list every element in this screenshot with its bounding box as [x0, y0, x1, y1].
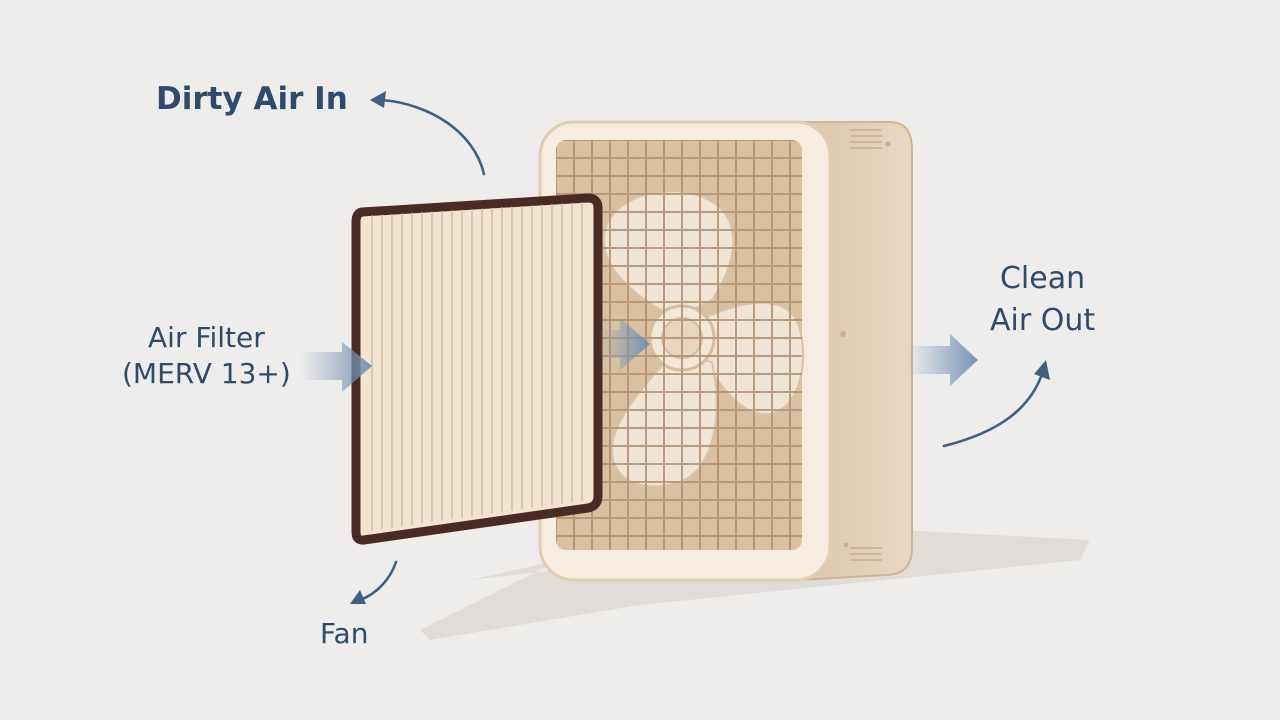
flow-arrow-icon — [905, 334, 978, 386]
clean-air-label-line2: Air Out — [990, 303, 1096, 338]
filter-frame — [351, 193, 603, 545]
air-filter-label-line2: (MERV 13+) — [122, 357, 291, 391]
curved-arrow-icon — [370, 91, 386, 108]
air-filter-label: Air Filter (MERV 13+) — [122, 320, 291, 393]
curved-arrow-icon — [358, 560, 398, 602]
air-filter — [351, 193, 603, 545]
clean-air-label-line1: Clean — [999, 261, 1086, 296]
floor-shadow — [420, 530, 1090, 640]
curved-arrow-icon — [380, 98, 486, 176]
clean-air-out-label: Clean Air Out — [990, 258, 1095, 342]
fan-side-dot — [885, 141, 891, 147]
flow-arrow-icon — [598, 318, 650, 370]
dirty-air-in-label: Dirty Air In — [156, 81, 348, 117]
curved-arrow-icon — [350, 590, 366, 604]
fan-side-vents — [850, 129, 882, 561]
flow-arrow-icon — [300, 342, 372, 392]
air-filter-label-line1: Air Filter — [148, 321, 265, 354]
curved-arrow-icon — [942, 372, 1044, 448]
curved-arrow-icon — [1034, 360, 1050, 380]
fan-side-dot — [840, 331, 846, 337]
fan-side-dot — [843, 542, 849, 548]
fan-label: Fan — [320, 617, 369, 650]
filter-pleats — [371, 202, 583, 531]
